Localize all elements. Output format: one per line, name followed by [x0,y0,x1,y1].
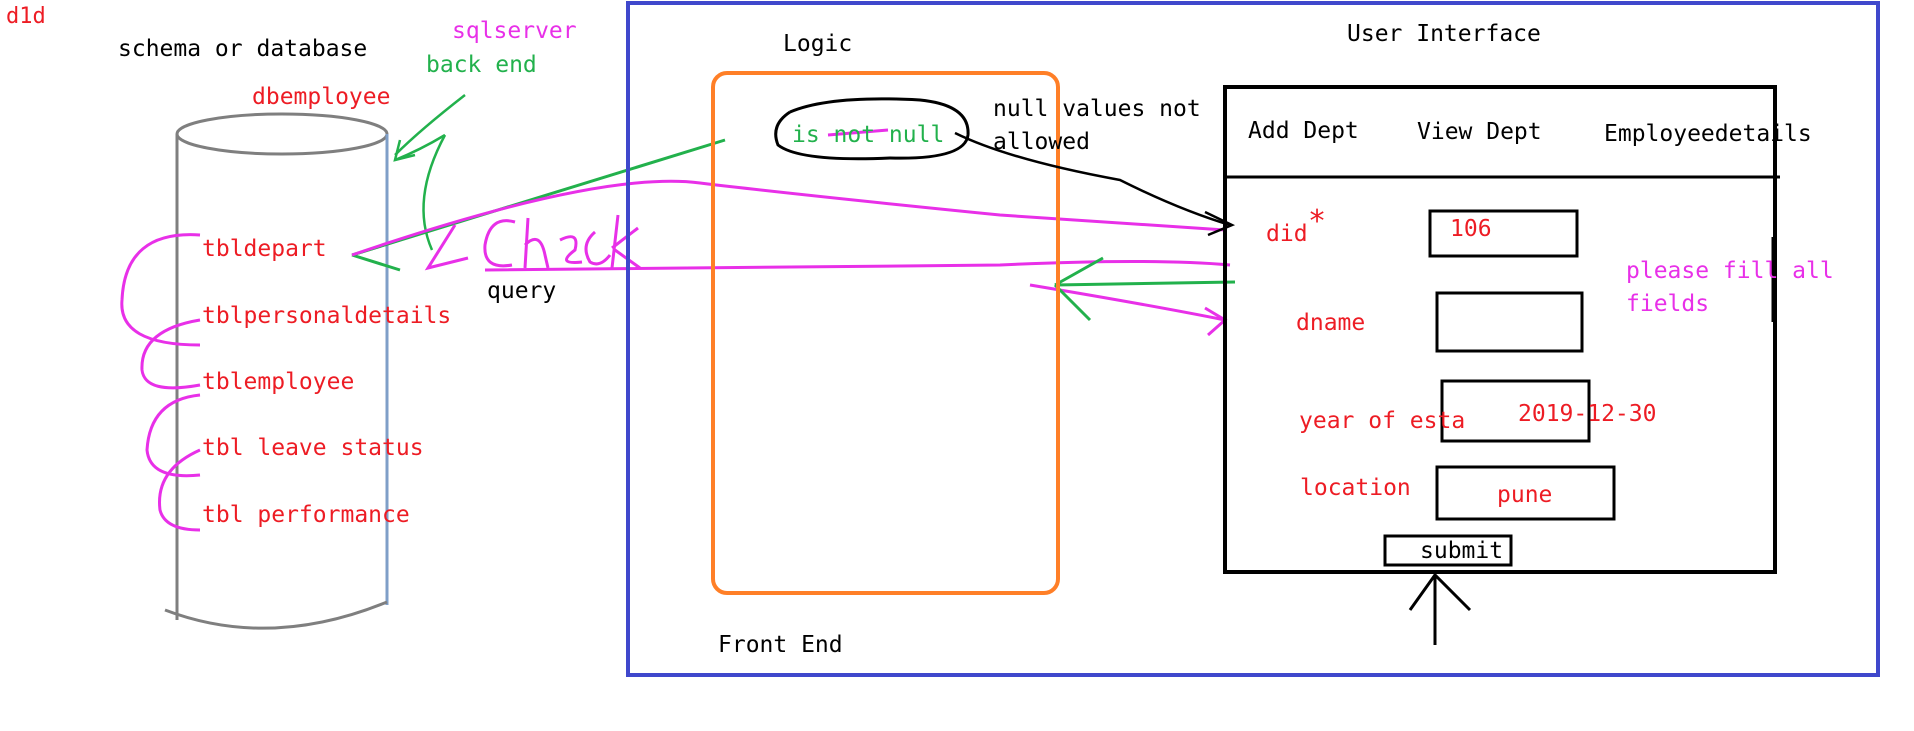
logic-to-table-arrow [351,138,726,272]
logic-heading: Logic [783,31,853,57]
did-field-box[interactable] [1428,209,1579,258]
submit-button[interactable]: submit [1420,538,1504,564]
query-line [351,179,1231,337]
rule-to-field-arrow [954,131,1236,237]
logic-rule-note-line2: allowed [993,129,1090,155]
table-relationship-brackets [120,233,201,532]
rule-oval [774,97,970,161]
backend-arrow [393,94,466,251]
submit-button-box[interactable] [1383,534,1513,567]
tab-add-dept[interactable]: Add Dept [1248,118,1359,144]
validation-message-line1: please fill all [1626,258,1834,284]
table-item[interactable]: tbldepart [202,236,327,262]
field-label-did: did [1266,221,1308,247]
query-label: query [487,278,557,304]
field-value-location[interactable]: pune [1497,482,1553,508]
logic-box [711,71,1060,595]
ui-to-logic-arrow [1053,256,1236,322]
validation-message-line2: fields [1626,291,1710,317]
field-value-did[interactable]: 106 [1450,216,1492,242]
submit-pointer-arrow [1408,572,1472,645]
required-marker: * [1308,204,1327,239]
table-item[interactable]: tblpersonaldetails [202,303,452,329]
table-item[interactable]: tblemployee [202,369,355,395]
tab-employeedetails[interactable]: Employeedetails [1604,121,1812,147]
field-label-location: location [1300,475,1411,501]
logic-rule: is not null [792,122,945,148]
table-item[interactable]: tbl performance [202,502,410,528]
location-field-box[interactable] [1435,465,1616,521]
rule-strike [827,128,889,137]
field-value-year[interactable]: 2019-12-30 [1518,401,1657,427]
field-label-dname: dname [1296,310,1366,336]
ui-box [1223,85,1777,574]
frontend-boundary [626,1,1880,677]
year-field-box[interactable] [1440,379,1591,443]
ui-heading: User Interface [1347,21,1541,47]
corner-mark: d1d [6,4,46,29]
logic-rule-note-line1: null values not [993,96,1201,122]
database-heading: schema or database [118,36,368,62]
backend-note: back end [426,52,537,78]
front-end-label: Front End [718,632,843,658]
tab-view-dept[interactable]: View Dept [1417,119,1542,145]
database-cylinder [164,112,389,630]
field-label-year: year of esta [1299,408,1466,434]
dname-field-box[interactable] [1435,291,1584,353]
check-scribble [424,214,641,271]
sqlserver-note: sqlserver [452,18,577,44]
table-item[interactable]: tbl leave status [202,435,424,461]
database-name: dbemployee [252,84,391,110]
